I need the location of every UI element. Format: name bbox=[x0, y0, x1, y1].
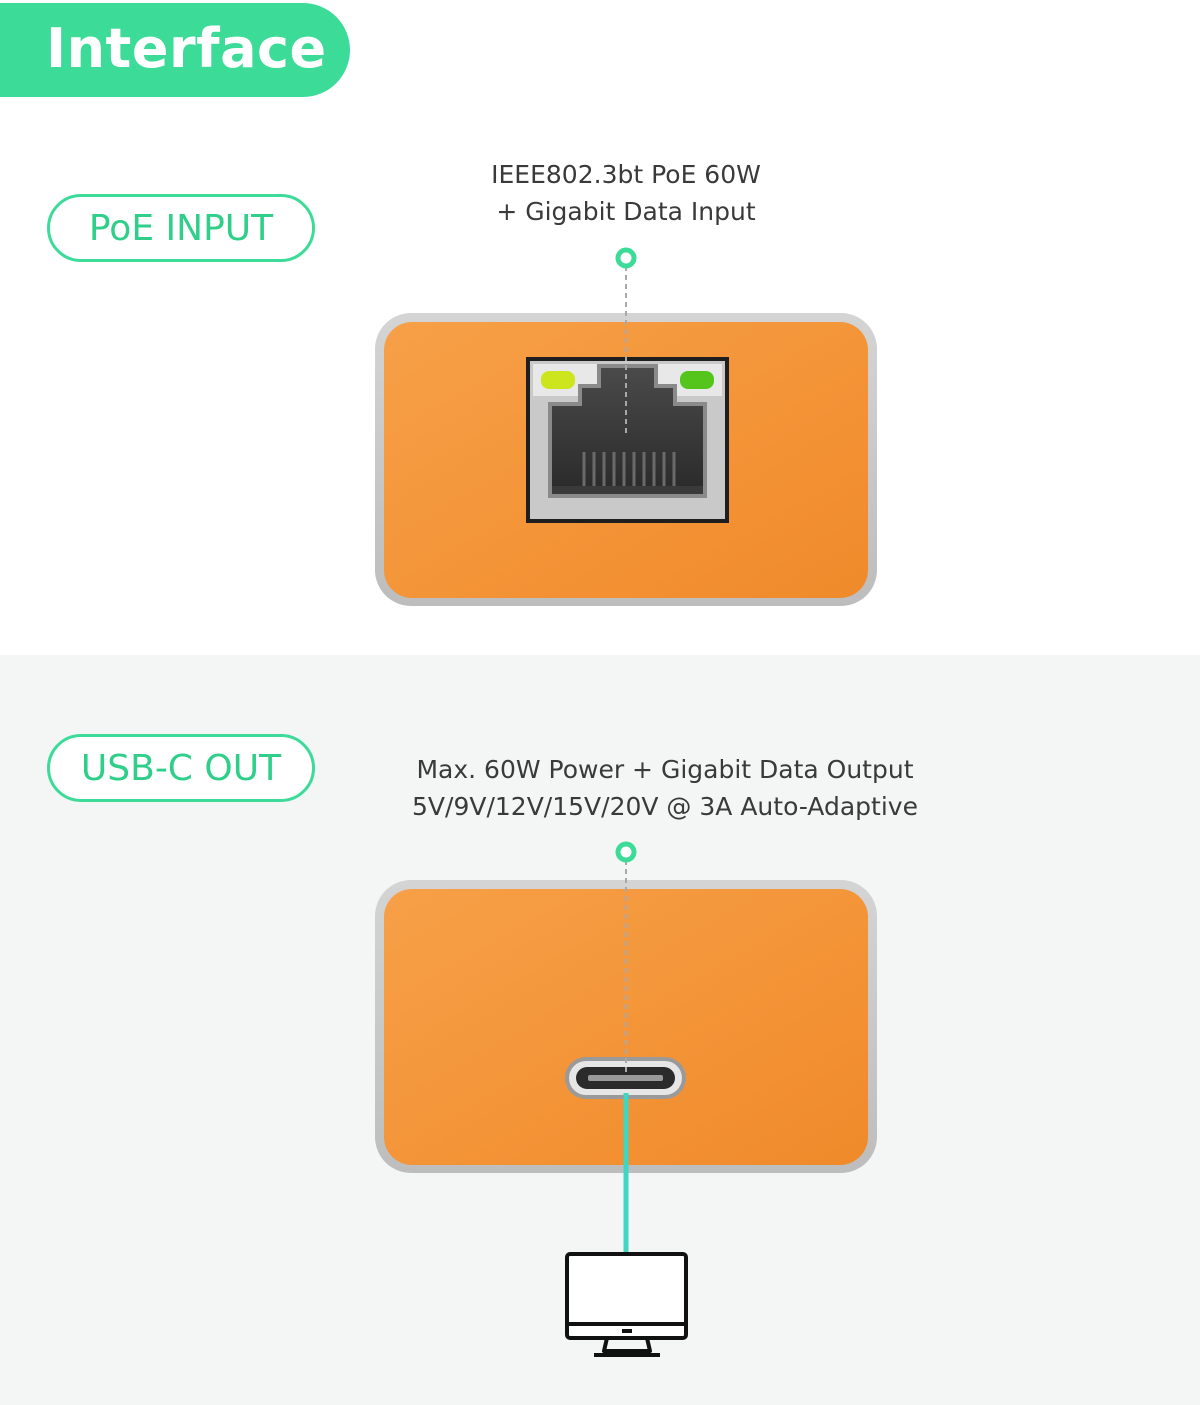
poe-input-label: PoE INPUT bbox=[88, 207, 274, 249]
usb-pointer bbox=[615, 841, 637, 1075]
header-tab: Interface bbox=[0, 3, 350, 97]
green-led bbox=[680, 371, 714, 389]
usb-desc-line2: 5V/9V/12V/15V/20V @ 3A Auto-Adaptive bbox=[412, 792, 918, 821]
poe-desc-line2: + Gigabit Data Input bbox=[496, 197, 756, 226]
usb-desc-line1: Max. 60W Power + Gigabit Data Output bbox=[416, 755, 914, 784]
poe-description: IEEE802.3bt PoE 60W + Gigabit Data Input bbox=[426, 156, 826, 230]
poe-desc-line1: IEEE802.3bt PoE 60W bbox=[491, 160, 761, 189]
poe-input-label-pill: PoE INPUT bbox=[47, 194, 315, 262]
usb-c-port-icon bbox=[565, 1057, 686, 1099]
poe-pointer bbox=[615, 247, 637, 435]
usb-description: Max. 60W Power + Gigabit Data Output 5V/… bbox=[360, 751, 970, 825]
yellow-led bbox=[541, 371, 575, 389]
rj45-port-icon bbox=[526, 357, 729, 523]
usb-c-out-label: USB-C OUT bbox=[80, 747, 282, 789]
connector-dot-icon bbox=[615, 841, 637, 863]
connector-dot-icon bbox=[615, 247, 637, 269]
usb-c-out-label-pill: USB-C OUT bbox=[47, 734, 315, 802]
monitor-icon bbox=[565, 1252, 688, 1357]
page-title: Interface bbox=[46, 17, 327, 80]
